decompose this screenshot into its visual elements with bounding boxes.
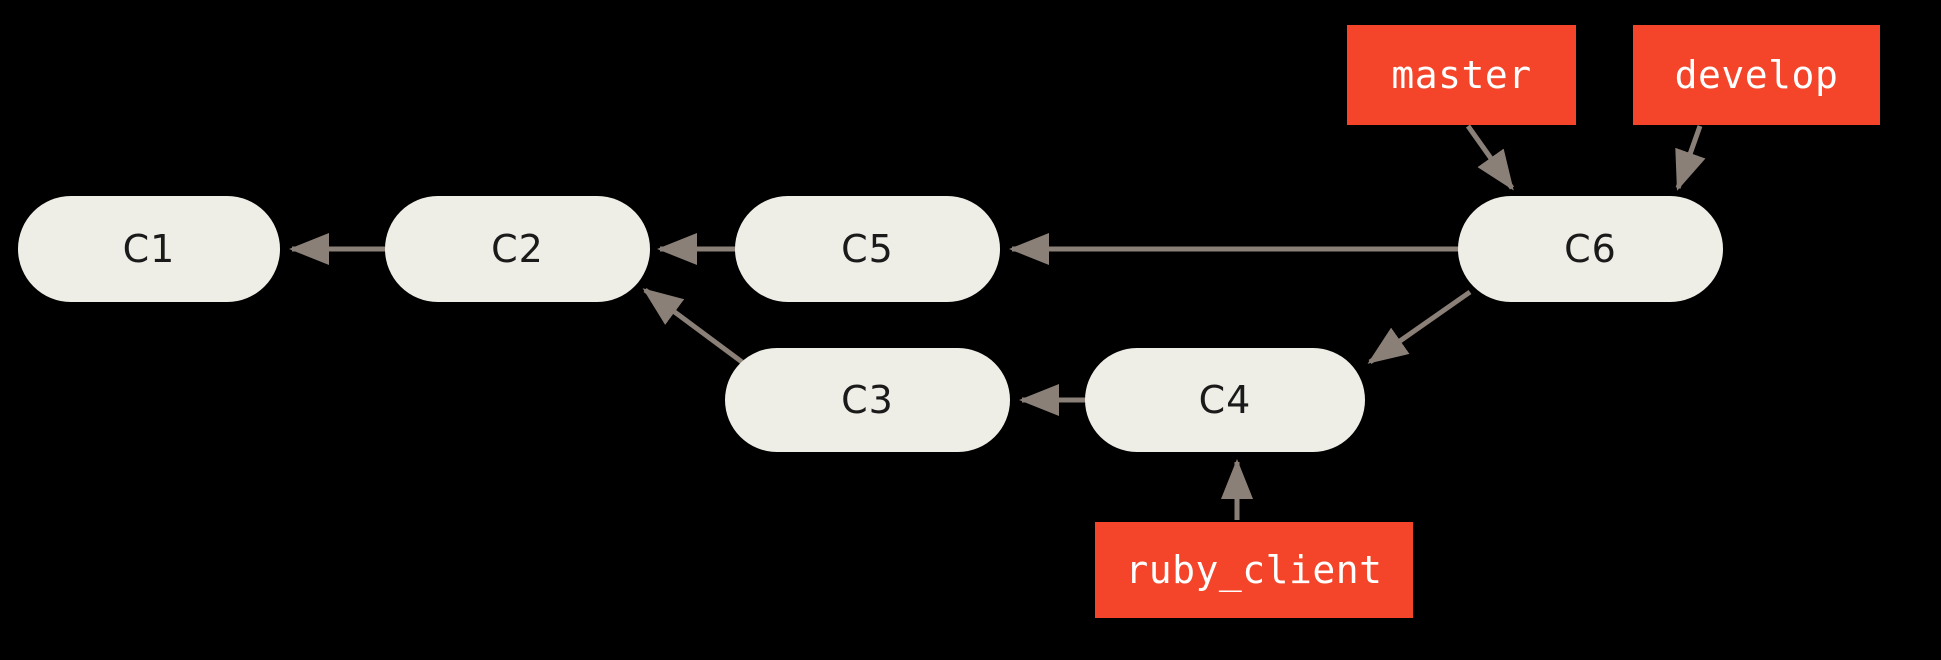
- commit-node-c1[interactable]: C1: [18, 196, 280, 302]
- commit-node-c6[interactable]: C6: [1458, 196, 1723, 302]
- branch-label-master[interactable]: master: [1347, 25, 1576, 125]
- branch-label-develop[interactable]: develop: [1633, 25, 1880, 125]
- commit-node-c2[interactable]: C2: [385, 196, 650, 302]
- branch-label-ruby-client[interactable]: ruby_client: [1095, 522, 1413, 618]
- edge-c3-to-c2: [642, 287, 744, 365]
- commit-node-c3[interactable]: C3: [725, 348, 1010, 452]
- commit-label: C1: [122, 227, 176, 271]
- branch-label-text: master: [1391, 53, 1532, 97]
- branch-label-text: develop: [1674, 53, 1839, 97]
- edge-master-to-c6: [1465, 124, 1515, 191]
- branch-label-text: ruby_client: [1125, 548, 1383, 592]
- commit-label: C3: [841, 378, 894, 422]
- commit-label: C5: [841, 227, 894, 271]
- commit-node-c4[interactable]: C4: [1085, 348, 1365, 452]
- commit-node-c5[interactable]: C5: [735, 196, 1000, 302]
- edge-c6-to-c4: [1367, 289, 1472, 365]
- commit-label: C6: [1564, 227, 1617, 271]
- commit-label: C4: [1198, 378, 1252, 422]
- commit-label: C2: [491, 227, 544, 271]
- edge-develop-to-c6: [1675, 125, 1706, 191]
